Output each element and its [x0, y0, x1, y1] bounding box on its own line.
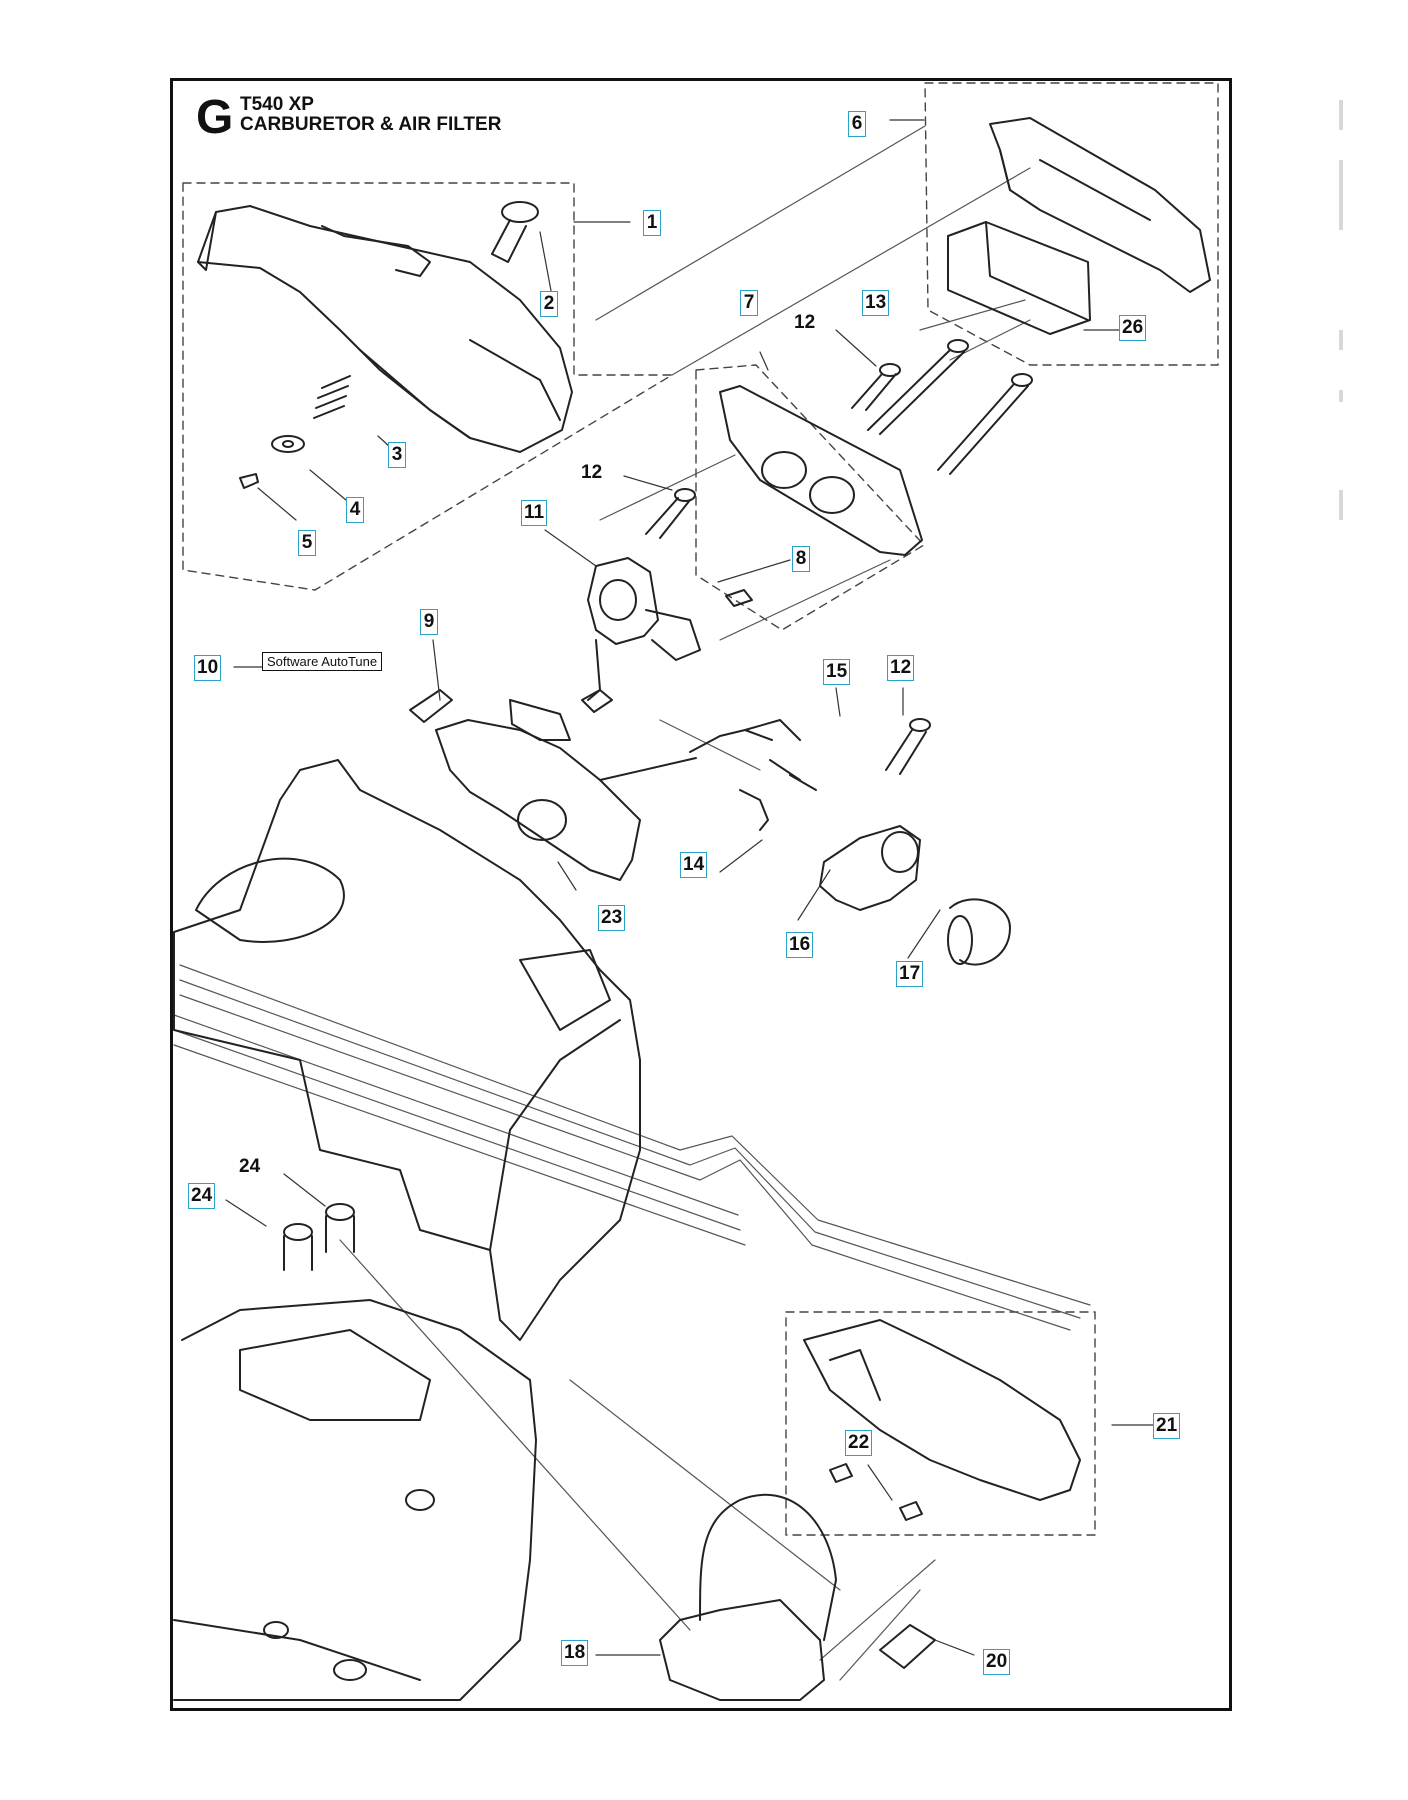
callout-13[interactable]: 13 — [862, 290, 890, 316]
callout-12-a[interactable]: 12 — [794, 312, 816, 333]
callout-7[interactable]: 7 — [740, 290, 758, 316]
model-name: T540 XP — [240, 94, 314, 115]
callout-9[interactable]: 9 — [420, 609, 438, 635]
callout-24-b[interactable]: 24 — [188, 1183, 216, 1209]
impulse-hose-part — [879, 1624, 936, 1669]
callout-12-b[interactable]: 12 — [581, 462, 603, 483]
page-title: CARBURETOR & AIR FILTER — [240, 114, 502, 135]
air-filter-part — [947, 117, 1211, 335]
carb-plate-part — [719, 385, 923, 607]
callout-21[interactable]: 21 — [1153, 1413, 1181, 1439]
intake-support-part — [803, 1319, 1081, 1521]
callout-16[interactable]: 16 — [786, 932, 814, 958]
callout-24-a[interactable]: 24 — [239, 1156, 261, 1177]
callout-4[interactable]: 4 — [346, 497, 364, 523]
diagram-frame — [170, 78, 1232, 1711]
callout-26[interactable]: 26 — [1119, 315, 1147, 341]
solenoid-part — [581, 557, 701, 713]
clip-part — [239, 473, 259, 489]
primer-housing-part — [819, 825, 921, 911]
callout-3[interactable]: 3 — [388, 442, 406, 468]
group-box-carb-plate — [695, 364, 925, 631]
callout-22[interactable]: 22 — [845, 1430, 873, 1456]
callout-1[interactable]: 1 — [643, 210, 661, 236]
callout-10[interactable]: 10 — [194, 655, 222, 681]
callout-12-c[interactable]: 12 — [887, 655, 915, 681]
callout-18[interactable]: 18 — [561, 1640, 589, 1666]
scan-mark — [1339, 160, 1343, 230]
group-box-intake — [785, 1311, 1096, 1536]
callout-17[interactable]: 17 — [896, 961, 924, 987]
intake-manifold-part — [659, 1493, 837, 1701]
callout-11[interactable]: 11 — [521, 500, 548, 526]
section-letter: G — [196, 91, 234, 144]
software-note: Software AutoTune — [262, 652, 383, 671]
bottom-housing-part — [173, 1299, 537, 1701]
callout-5[interactable]: 5 — [298, 530, 316, 556]
callout-leaders — [225, 119, 1156, 1656]
callout-6[interactable]: 6 — [848, 111, 866, 137]
bolt-parts — [283, 339, 1033, 1271]
cover-knob-part — [491, 201, 539, 263]
washer-part — [271, 435, 305, 453]
scan-mark — [1339, 100, 1343, 130]
spring-part — [313, 375, 351, 419]
callout-14[interactable]: 14 — [680, 852, 708, 878]
primer-bulb-part — [947, 898, 1011, 966]
scan-mark — [1339, 490, 1343, 520]
callout-23[interactable]: 23 — [598, 905, 626, 931]
scan-mark — [1339, 330, 1343, 350]
callout-20[interactable]: 20 — [983, 1649, 1011, 1675]
group-box-filter — [924, 82, 1219, 366]
callout-15[interactable]: 15 — [823, 659, 851, 685]
guide-lines — [173, 125, 1091, 1681]
carburetor-part — [409, 689, 697, 881]
callout-2[interactable]: 2 — [540, 291, 558, 317]
group-box-air-filter-cover — [182, 182, 673, 591]
fuel-hose-part — [689, 719, 817, 831]
air-filter-cover-part — [197, 205, 573, 453]
callout-8[interactable]: 8 — [792, 546, 810, 572]
crankcase-body-part — [173, 759, 641, 1341]
scan-mark — [1339, 390, 1343, 402]
